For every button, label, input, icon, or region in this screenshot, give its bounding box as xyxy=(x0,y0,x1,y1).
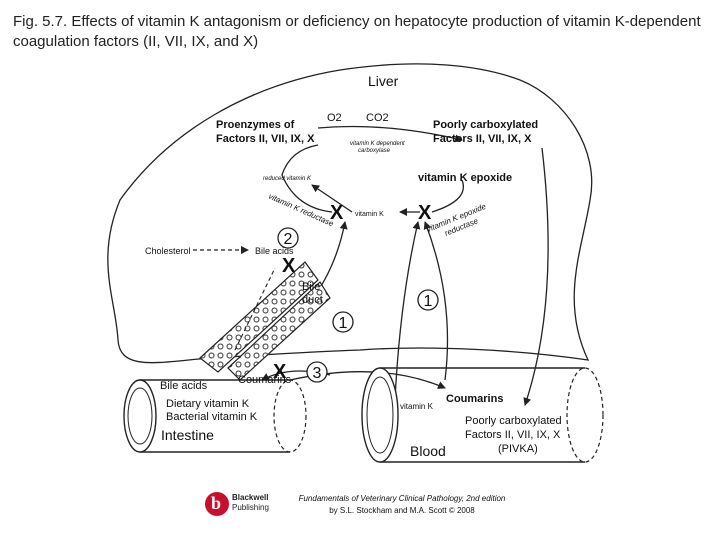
figure-caption: Fig. 5.7. Effects of vitamin K antagonis… xyxy=(13,13,701,50)
marker-one-center: 1 xyxy=(332,311,354,333)
cycle-right-arc xyxy=(431,179,464,213)
svg-text:1: 1 xyxy=(424,293,433,310)
marker-one-right: 1 xyxy=(417,289,439,311)
svg-text:2: 2 xyxy=(284,231,293,248)
x-mark-bile: X xyxy=(282,255,296,277)
bile-duct-line1: Bile xyxy=(302,281,320,293)
book-title: Fundamentals of Veterinary Clinical Path… xyxy=(298,494,506,503)
svg-text:1: 1 xyxy=(339,315,348,332)
bile-duct-line2: duct xyxy=(302,294,323,306)
blood-to-cycle-arrow xyxy=(394,221,421,401)
carboxylation-arrow xyxy=(317,125,463,143)
carboxylase-line1: vitamin K dependent xyxy=(350,141,405,147)
book-authors: by S.L. Stockham and M.A. Scott © 2008 xyxy=(329,506,475,515)
o2-label: O2 xyxy=(327,112,342,124)
blood-poorly-carb-line2: Factors II, VII, IX, X xyxy=(465,429,561,441)
proenzymes-line1: Proenzymes of xyxy=(216,119,295,131)
poorly-carb-to-blood-arrow xyxy=(523,147,549,406)
blood-poorly-carb-line1: Poorly carboxylated xyxy=(465,415,562,427)
bile-acids-liver-label: Bile acids xyxy=(255,246,294,256)
vitk-to-reduced-arrow xyxy=(311,184,353,213)
x-mark-coumarin: X xyxy=(273,361,287,383)
x-mark-reductase: X xyxy=(330,202,344,224)
blood-pivka-label: (PIVKA) xyxy=(498,443,538,455)
reductase-left-label: vitamin K reductase xyxy=(267,192,335,229)
coumarin-to-liver-arrow xyxy=(423,221,449,381)
bacterial-vitk-label: Bacterial vitamin K xyxy=(166,411,258,423)
intestine-tube xyxy=(123,379,307,453)
cycle-left-arc xyxy=(281,144,333,213)
book-credit: Fundamentals of Veterinary Clinical Path… xyxy=(272,493,532,517)
proenzymes-line2: Factors II, VII, IX, X xyxy=(216,133,315,145)
publisher-name-line1: Blackwell xyxy=(232,493,269,502)
poorly-carb-liver-line1: Poorly carboxylated xyxy=(433,119,538,131)
blackwell-logo-icon: b xyxy=(205,492,229,516)
dietary-vitk-label: Dietary vitamin K xyxy=(166,398,250,410)
marker-three: 3 xyxy=(306,361,328,383)
reduced-vitk-label: reduced vitamin K xyxy=(263,176,312,182)
blood-coumarins-label: Coumarins xyxy=(446,393,503,405)
x-mark-epoxide: X xyxy=(418,202,432,224)
blood-label: Blood xyxy=(410,443,446,459)
publisher-logo: b Blackwell Publishing xyxy=(205,492,305,518)
cholesterol-label: Cholesterol xyxy=(145,246,191,256)
vitk-center-label: vitamin K xyxy=(355,211,384,218)
carboxylase-line2: carboxylase xyxy=(358,148,391,154)
intestine-coumarins-label: Coumarins xyxy=(238,374,292,386)
liver-label: Liver xyxy=(368,73,399,89)
blood-tube xyxy=(361,367,604,463)
intestine-label: Intestine xyxy=(161,427,214,443)
poorly-carb-liver-line2: Factors II, VII, IX, X xyxy=(433,133,532,145)
svg-text:3: 3 xyxy=(313,365,322,382)
liver-outline xyxy=(107,63,593,364)
vitk-epoxide-label: vitamin K epoxide xyxy=(418,172,512,184)
marker-two: 2 xyxy=(277,227,299,249)
intestine-bile-acids-label: Bile acids xyxy=(160,380,208,392)
bile-duct xyxy=(199,261,331,381)
publisher-name-line2: Publishing xyxy=(232,503,269,512)
blood-vitk-label: vitamin K xyxy=(400,402,434,411)
co2-label: CO2 xyxy=(366,112,389,124)
